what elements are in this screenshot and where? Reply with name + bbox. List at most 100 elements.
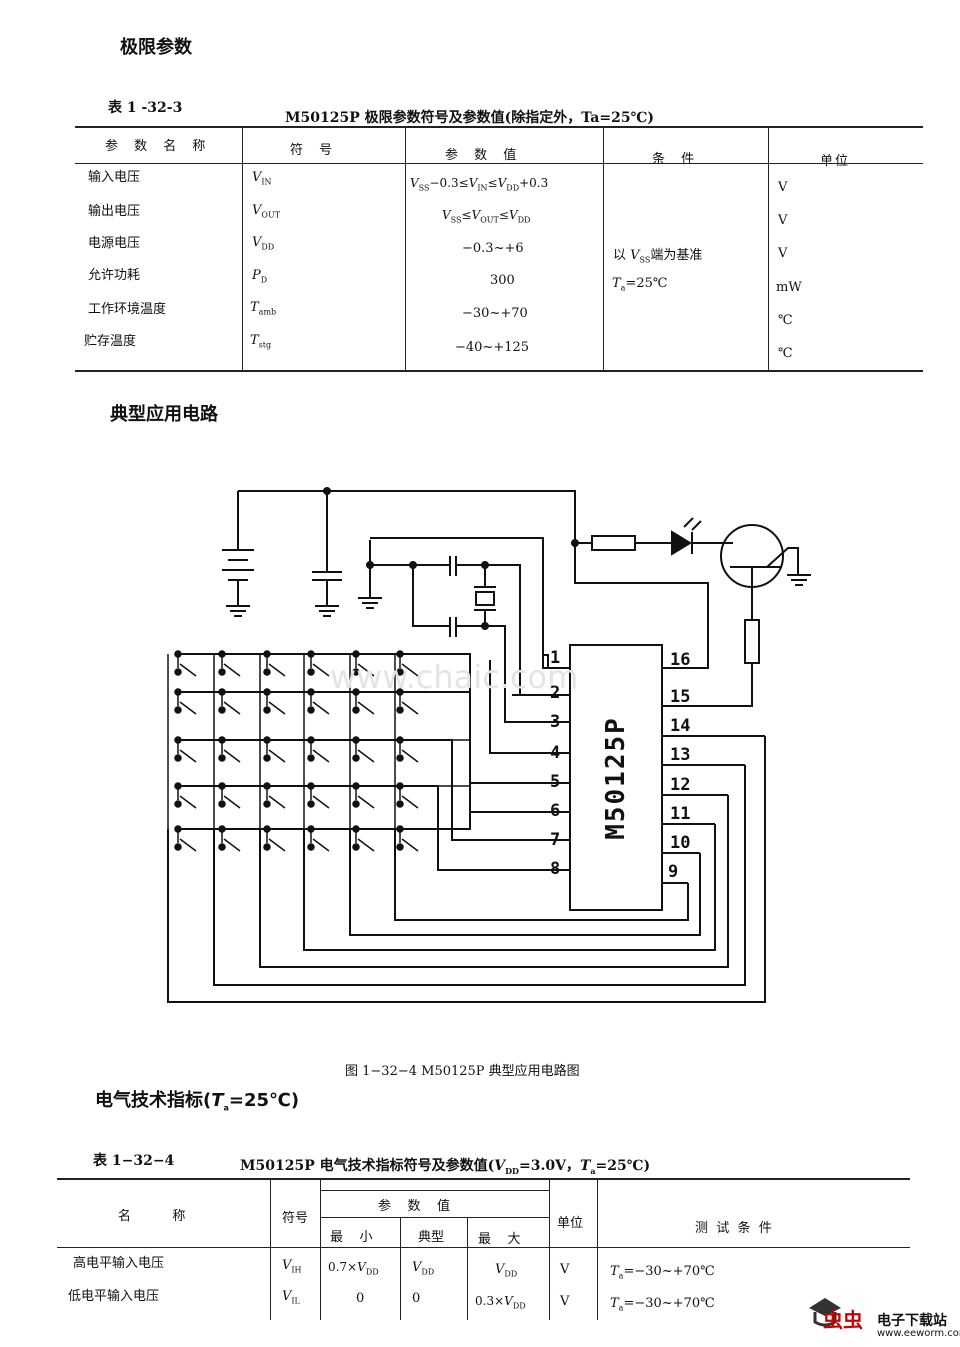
- section-title-limits: 极限参数: [120, 37, 192, 58]
- t1-row4-name: 允许功耗: [88, 268, 141, 283]
- t1-row3-symbol: VDD: [252, 235, 275, 252]
- switch-node: [218, 668, 226, 676]
- t2-row1-symbol: VIH: [282, 1258, 302, 1275]
- t1-row2-symbol: VOUT: [252, 203, 281, 220]
- switch-node: [307, 800, 315, 808]
- pin-14: 14: [670, 716, 691, 736]
- table1-header-unit: 单位: [820, 154, 851, 169]
- switch-node: [352, 754, 360, 762]
- t2-row1-typ: VDD: [412, 1260, 435, 1277]
- switch-contact: [268, 701, 286, 715]
- table2-header-name: 名 称: [118, 1209, 186, 1224]
- t2-row1-name: 高电平输入电压: [73, 1256, 165, 1271]
- table1-top-rule: [75, 126, 923, 128]
- switch-contact: [179, 749, 197, 763]
- table1-header-name: 参 数 名 称: [105, 139, 212, 154]
- t1-row6-name: 贮存温度: [84, 334, 137, 349]
- t1-row3-name: 电源电压: [88, 236, 141, 251]
- switch-contact: [357, 749, 375, 763]
- switch-contact: [223, 663, 241, 677]
- switch-contact: [179, 701, 197, 715]
- switch-node: [174, 706, 182, 714]
- switch-node: [396, 843, 404, 851]
- table1-id: 表 1 -32-3: [108, 100, 183, 116]
- switch-node: [263, 843, 271, 851]
- table1-caption: M50125P 极限参数符号及参数值(除指定外，Ta=25℃): [285, 110, 654, 126]
- pin-13: 13: [670, 745, 691, 765]
- table2-header-cond: 测 试 条 件: [695, 1221, 772, 1236]
- switch-node: [218, 706, 226, 714]
- table2-header-min: 最 小: [330, 1230, 373, 1245]
- t1-row2-name: 输出电压: [88, 204, 141, 219]
- switch-node: [307, 668, 315, 676]
- switch-node: [352, 706, 360, 714]
- t1-row4-symbol: PD: [252, 268, 268, 285]
- switch-contact: [223, 795, 241, 809]
- switch-contact: [401, 838, 419, 852]
- table2-caption: M50125P 电气技术指标符号及参数值(VDD=3.0V，Ta=25℃): [240, 1158, 651, 1176]
- t2-row2-min: 0: [356, 1291, 365, 1306]
- t2-row1-min: 0.7×VDD: [328, 1260, 379, 1277]
- t1-row1-unit: V: [778, 180, 788, 195]
- section-title-electrical: 电气技术指标(Ta=25℃): [95, 1090, 300, 1113]
- switch-contact: [401, 701, 419, 715]
- switch-node: [174, 668, 182, 676]
- t1-row5-name: 工作环境温度: [88, 302, 167, 317]
- circuit-diagram: www.chaic.com: [167, 487, 811, 1003]
- switch-contact: [401, 663, 419, 677]
- pin-6: 6: [550, 801, 561, 821]
- switch-contact: [223, 749, 241, 763]
- switch-node: [352, 668, 360, 676]
- switch-contact: [357, 663, 375, 677]
- t1-row1-name: 输入电压: [88, 170, 141, 185]
- switch-contact: [357, 701, 375, 715]
- pin-4: 4: [550, 743, 561, 763]
- logo-brand: 虫虫: [823, 1308, 863, 1332]
- switch-node: [307, 754, 315, 762]
- switch-contact: [179, 838, 197, 852]
- switch-node: [263, 706, 271, 714]
- switch-node: [218, 754, 226, 762]
- pin-7: 7: [550, 830, 561, 850]
- t1-row2-unit: V: [778, 213, 788, 228]
- pin-3: 3: [550, 712, 561, 732]
- switch-contact: [268, 838, 286, 852]
- switch-node: [307, 706, 315, 714]
- t2-row1-max: VDD: [495, 1262, 518, 1279]
- t1-condition-2: Ta=25℃: [612, 276, 668, 293]
- switch-contact: [223, 838, 241, 852]
- t1-row6-value: −40~+125: [455, 340, 530, 355]
- t2-row2-name: 低电平输入电压: [68, 1289, 160, 1304]
- switch-node: [396, 800, 404, 808]
- pin-8: 8: [550, 859, 561, 879]
- switch-contact: [312, 701, 330, 715]
- switch-node: [307, 843, 315, 851]
- switch-contact: [268, 795, 286, 809]
- switch-contact: [357, 838, 375, 852]
- pin-16: 16: [670, 650, 691, 670]
- pin-10: 10: [670, 833, 691, 853]
- switch-node: [174, 754, 182, 762]
- switch-node: [263, 754, 271, 762]
- t2-row1-unit: V: [560, 1262, 570, 1277]
- t1-row1-symbol: VIN: [252, 170, 272, 187]
- switch-node: [352, 843, 360, 851]
- pin-12: 12: [670, 775, 691, 795]
- chip-label: M50125P: [601, 716, 631, 840]
- pin-11: 11: [670, 804, 691, 824]
- switch-contact: [312, 795, 330, 809]
- table2-header-typ: 典型: [418, 1230, 445, 1245]
- table1-bottom-rule: [75, 370, 923, 372]
- switch-node: [352, 800, 360, 808]
- switch-contact: [401, 795, 419, 809]
- switch-contact: [312, 749, 330, 763]
- switch-contact: [268, 749, 286, 763]
- pin-15: 15: [670, 687, 691, 707]
- t2-row2-typ: 0: [412, 1291, 421, 1306]
- table2-header-symbol: 符号: [282, 1211, 309, 1226]
- t1-row4-unit: mW: [776, 280, 802, 295]
- switch-contact: [268, 663, 286, 677]
- table1-header-value: 参 数 值: [445, 148, 523, 163]
- t2-row1-cond: Ta=−30~+70℃: [610, 1264, 715, 1281]
- switch-node: [396, 668, 404, 676]
